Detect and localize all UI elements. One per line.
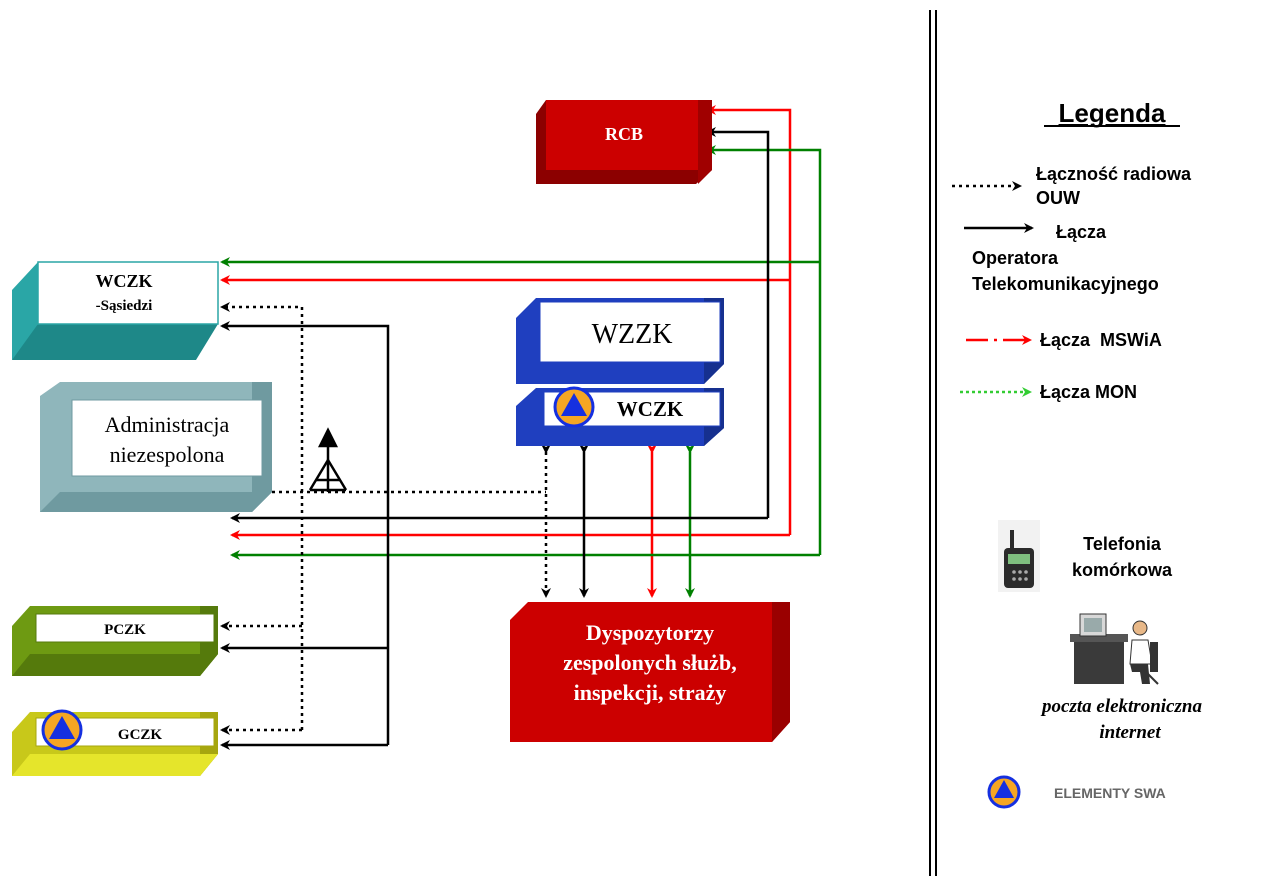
legend-swa-label: ELEMENTY SWA (1054, 785, 1166, 801)
legend-poczta-line1: poczta elektroniczna (1040, 696, 1202, 717)
administracja-node: Administracja niezespolona (40, 382, 272, 512)
legend-mon-label: Łącza MON (1040, 382, 1137, 402)
dyspozytorzy-line3: inspekcji, straży (574, 680, 727, 705)
legend-operator-line1: Łącza (1056, 222, 1107, 242)
radio-link-wczk-sasiedzi (220, 302, 304, 730)
radio-antenna-icon (308, 427, 348, 492)
wczk-node: WCZK (516, 386, 724, 446)
red-link-rcb (706, 105, 792, 535)
legend-title: Legenda (1059, 98, 1166, 128)
mswia-links (220, 105, 792, 598)
pczk-node: PCZK (12, 606, 218, 676)
swa-element-icon (987, 775, 1021, 809)
legend-poczta-line2: internet (1099, 722, 1161, 743)
legend-radio-line2: OUW (1036, 188, 1080, 208)
dyspozytorzy-line2: zespolonych służb, (563, 650, 737, 675)
wczk-label: WCZK (617, 397, 684, 421)
legend-telefonia-line1: Telefonia (1083, 534, 1162, 554)
wzzk-node: WZZK (516, 298, 724, 384)
swa-element-icon (553, 386, 595, 428)
wczk-sasiedzi-label: WCZK (95, 271, 152, 291)
swa-element-icon (41, 709, 83, 751)
legend-mswia-label: Łącza MSWiA (1040, 330, 1162, 350)
legend-operator-line2: Operatora (972, 248, 1059, 268)
black-link-bus (220, 321, 390, 745)
wczk-sasiedzi-node: WCZK -Sąsiedzi (12, 261, 219, 360)
computer-user-icon (1070, 613, 1159, 685)
legend: Legenda Łączność radiowa OUW Łącza Opera… (952, 98, 1202, 809)
green-link-rcb (706, 145, 822, 555)
black-link-rcb (706, 127, 770, 518)
dyspozytorzy-node: Dyspozytorzy zespolonych służb, inspekcj… (510, 602, 790, 742)
legend-radio-line1: Łączność radiowa (1036, 164, 1192, 184)
pczk-label: PCZK (104, 622, 146, 638)
operator-links (220, 127, 770, 750)
gczk-node: GCZK (12, 709, 218, 776)
administracja-label-line2: niezespolona (110, 442, 225, 467)
mon-links (220, 145, 822, 598)
legend-operator-line3: Telekomunikacyjnego (972, 274, 1159, 294)
divider (929, 10, 937, 876)
gczk-label: GCZK (118, 727, 163, 743)
wczk-sasiedzi-sublabel: -Sąsiedzi (96, 298, 153, 314)
wzzk-label: WZZK (592, 319, 673, 350)
radio-links (220, 302, 551, 735)
administracja-label-line1: Administracja (105, 412, 230, 437)
legend-telefonia-line2: komórkowa (1072, 560, 1173, 580)
rcb-label: RCB (605, 124, 643, 144)
dyspozytorzy-line1: Dyspozytorzy (586, 620, 714, 645)
rcb-node: RCB (536, 100, 712, 184)
mobile-phone-icon (998, 520, 1040, 592)
